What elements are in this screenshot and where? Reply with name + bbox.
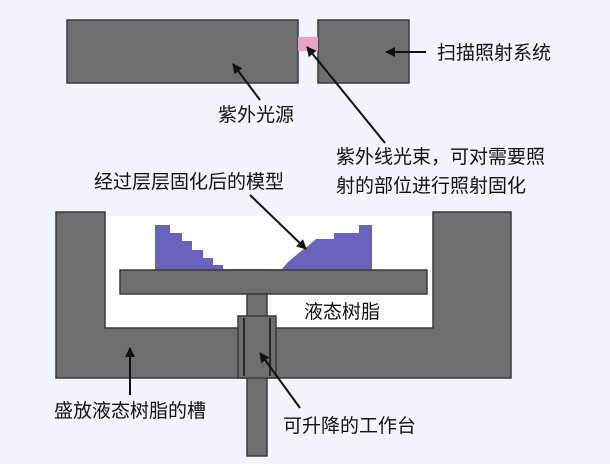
arrow-uv-source [232,63,261,101]
arrow-model [249,194,307,250]
uv-light-source-block [66,19,299,84]
label-platform: 可升降的工作台 [283,415,416,437]
label-tank: 盛放液态树脂的槽 [54,400,206,422]
label-resin: 液态树脂 [304,301,380,323]
label-model: 经过层层固化后的模型 [94,171,284,193]
resin-tank [55,211,512,379]
cured-model [155,225,372,270]
platform-plate [119,269,428,295]
arrow-uv-beam [306,46,386,144]
arrow-platform [259,352,301,409]
label-uv-beam-line2: 射的部位进行照射固化 [336,175,526,197]
label-uv-source: 紫外光源 [218,104,294,126]
label-uv-beam-line1: 紫外线光束，可对需要照 [336,146,545,168]
label-scan-system: 扫描照射系统 [437,42,551,64]
